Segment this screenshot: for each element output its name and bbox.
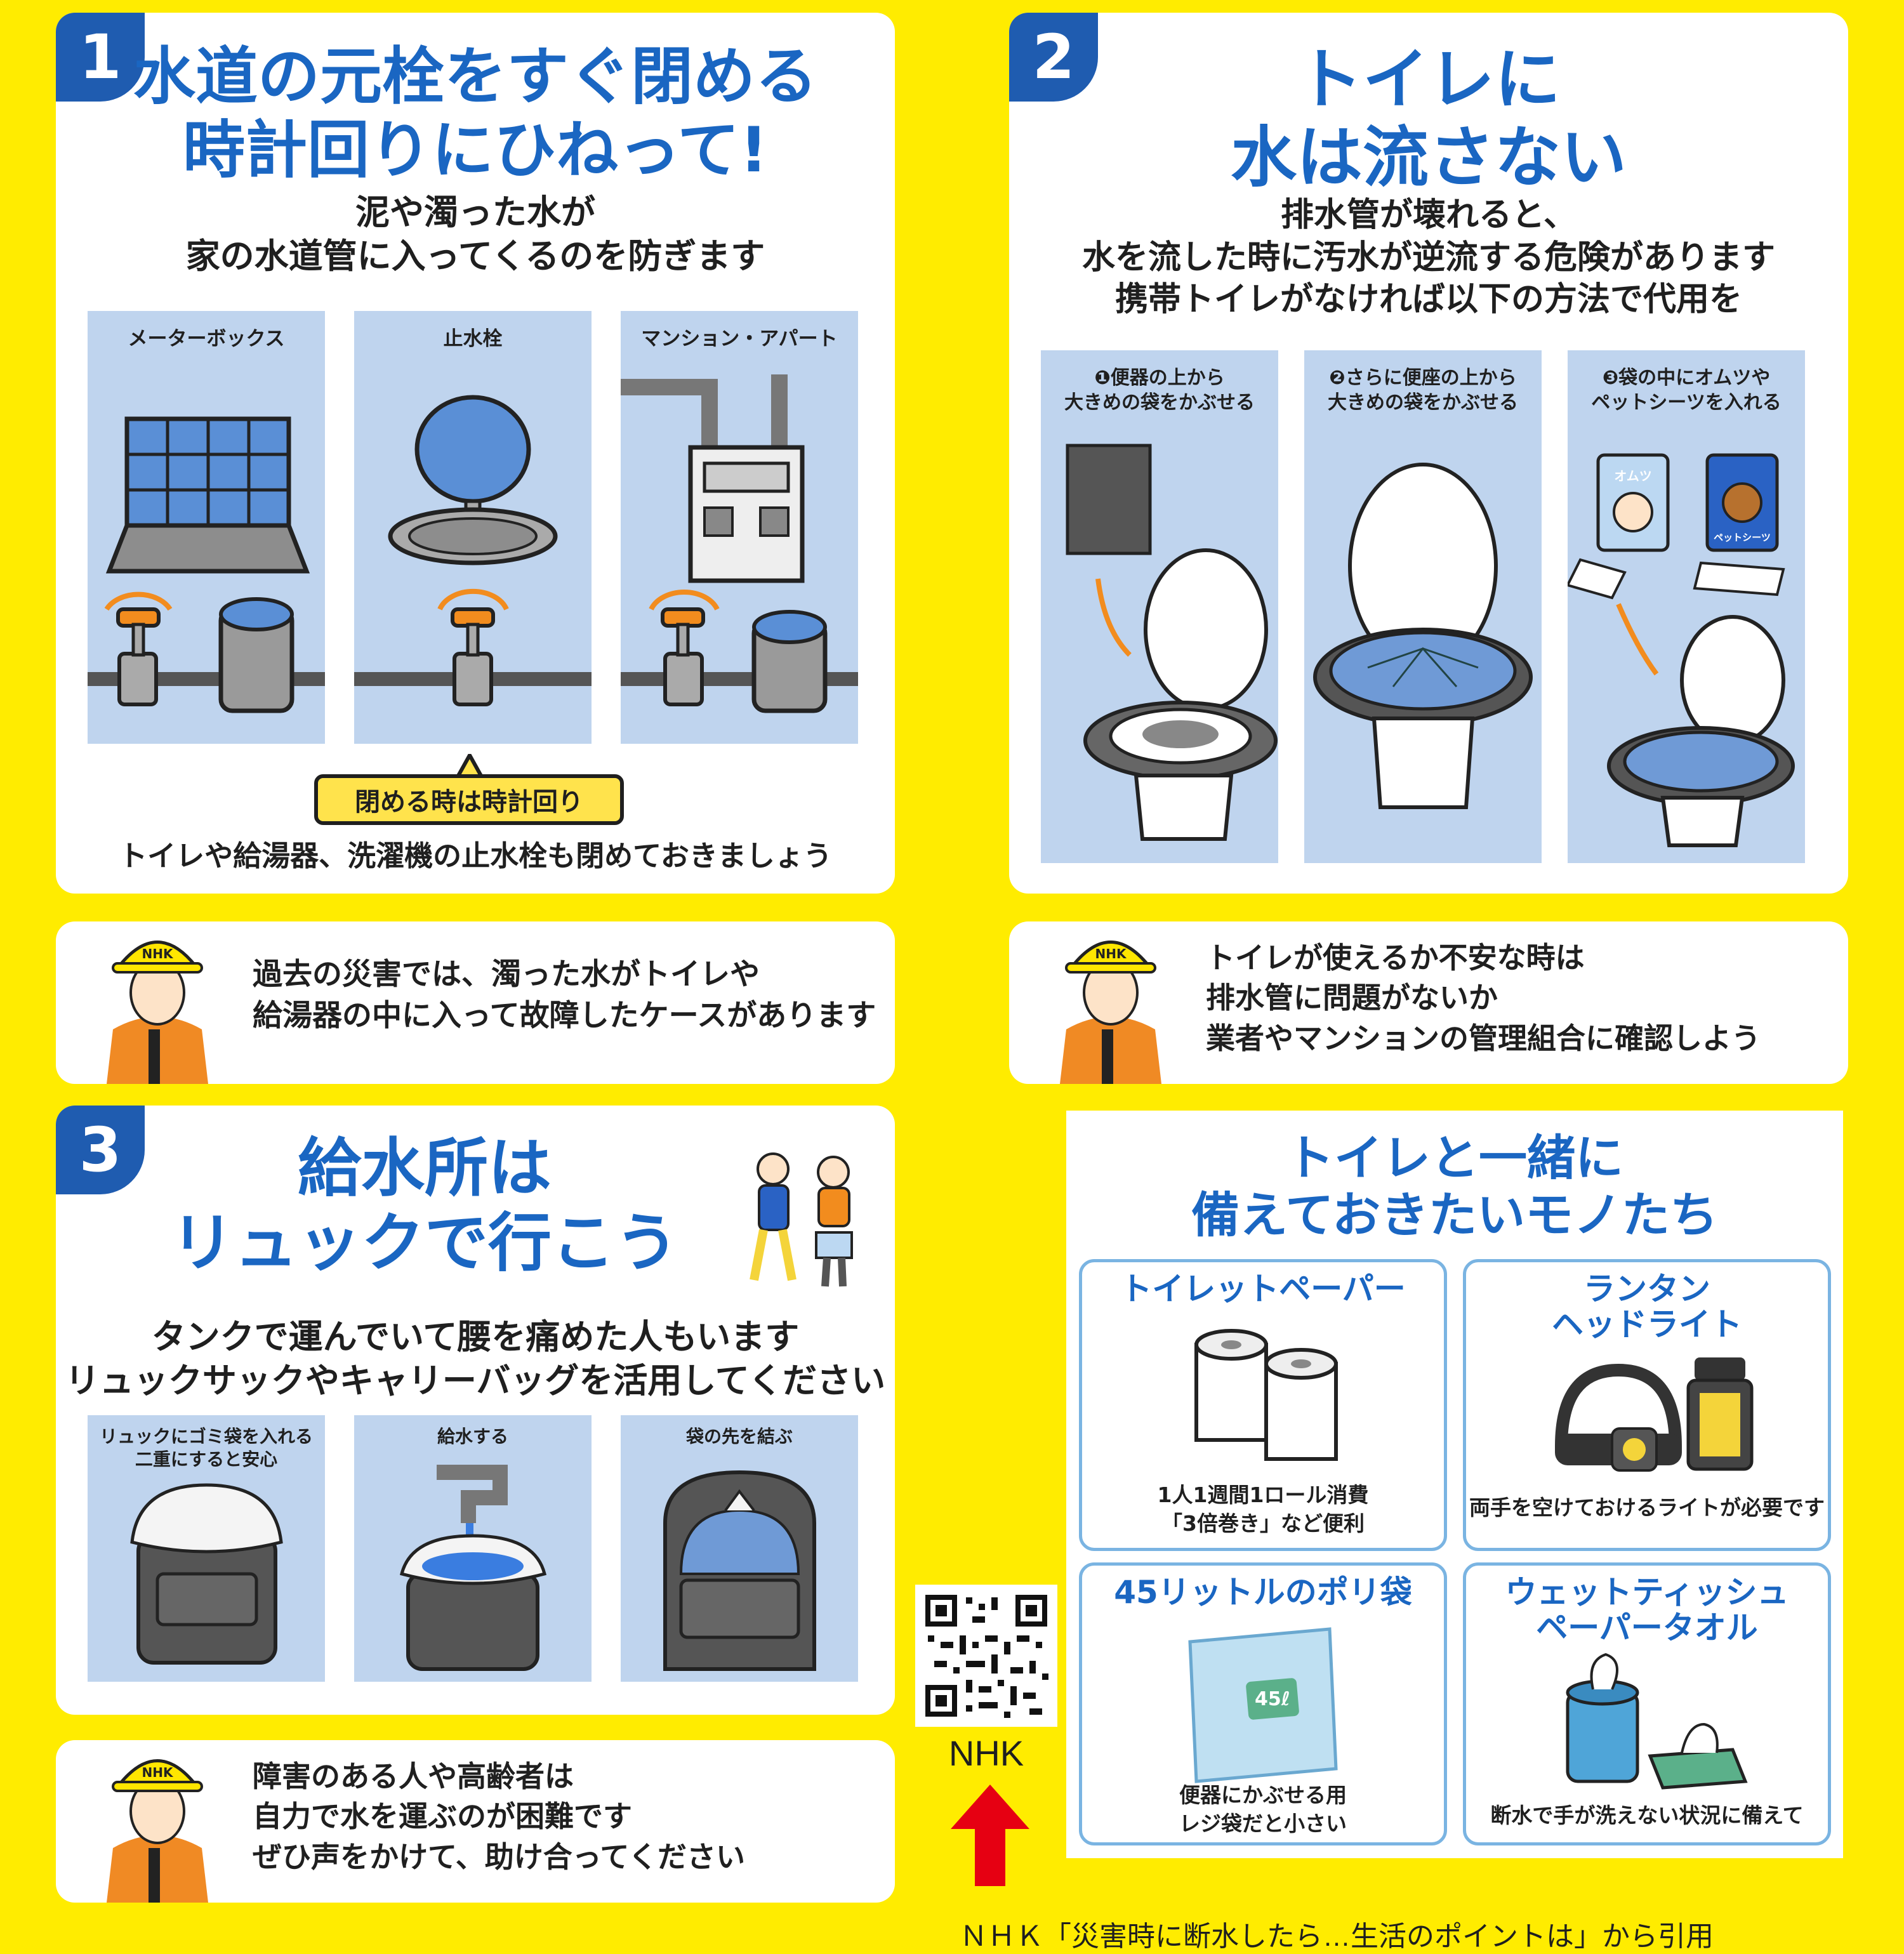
nhk-helmet-badge: NHK: [142, 1765, 174, 1780]
supplies-title: トイレと一緒に 備えておきたいモノたち: [1191, 1130, 1718, 1243]
tied-bag-illustration: [663, 1470, 816, 1671]
section-number-badge: 2: [1009, 13, 1098, 102]
plastic-bag-icon: 45ℓ: [1188, 1627, 1338, 1783]
section-title: 給水所は リュックで行こう: [171, 1131, 678, 1280]
section-3-card: 3 給水所は リュックで行こう タンクで運んでいて腰を痛めた人もいます リュック…: [56, 1106, 895, 1715]
clockwise-callout: 閉める時は時計回り: [314, 774, 624, 825]
section-subtitle: 排水管が壊れると、 水を流した時に汚水が逆流する危険があります 携帯トイレがなけ…: [1081, 196, 1775, 319]
qr-code-icon: [925, 1595, 1048, 1718]
section-subtitle: 泥や濁った水が 家の水道管に入ってくるのを防ぎます: [185, 192, 765, 277]
section-number-badge: 1: [56, 13, 145, 102]
note-text: 障害のある人や高齢者は 自力で水を運ぶのが困難です ぜひ声をかけて、助け合ってく…: [253, 1759, 746, 1874]
filling-water-illustration: [399, 1465, 547, 1671]
pet-sheet-pack-label: ペットシーツ: [1714, 532, 1771, 543]
backpack-step-2-panel: 給水する: [354, 1415, 592, 1682]
supply-lantern-headlight: ランタン ヘッドライト 両手を空けておけるライトが必要です: [1463, 1259, 1831, 1551]
toilet-step-3-panel: ❸袋の中にオムツや ペットシーツを入れる オムツ ペットシーツ: [1568, 350, 1805, 863]
lantern-headlight-icon: [1555, 1357, 1754, 1472]
red-up-arrow: [951, 1785, 1029, 1886]
apartment-meter-illustration: [621, 374, 858, 713]
source-credit: ＮＨＫ「災害時に断水したら…生活のポイントは」から引用: [960, 1921, 1714, 1952]
bag-size-label: 45ℓ: [1255, 1688, 1290, 1710]
supply-toilet-paper: トイレットペーパー 1人1週間1ロール消費 「3倍巻き」など便利: [1079, 1259, 1447, 1551]
bag-over-seat-illustration: [1313, 463, 1533, 809]
section-number-badge: 3: [56, 1106, 145, 1194]
meter-box-panel: メーターボックス: [88, 311, 325, 744]
nhk-helmet-badge: NHK: [142, 946, 174, 961]
toilet-paper-icon: [1194, 1329, 1338, 1461]
bag-over-toilet-illustration: [1066, 444, 1278, 841]
nhk-helmet-badge: NHK: [1095, 946, 1127, 961]
reporter-avatar: NHK: [107, 941, 208, 1084]
apartment-meter-panel: マンション・アパート: [621, 311, 858, 744]
walking-people-illustration: [750, 1152, 853, 1287]
section-1-card: 1 水道の元栓をすぐ閉める 時計回りにひねって! 泥や濁った水が 家の水道管に入…: [56, 13, 895, 894]
backpack-step-1-panel: リュックにゴミ袋を入れる 二重にすると安心: [88, 1415, 325, 1682]
backpack-with-bag-illustration: [130, 1483, 283, 1665]
section-title: トイレに 水は流さない: [1230, 41, 1627, 196]
section-title: 水道の元栓をすぐ閉める 時計回りにひねって!: [133, 41, 817, 187]
supplies-panel: トイレと一緒に 備えておきたいモノたち トイレットペーパー 1人1週間1ロール消…: [1066, 1111, 1843, 1858]
reporter-avatar: NHK: [107, 1759, 208, 1903]
section-2-card: 2 トイレに 水は流さない 排水管が壊れると、 水を流した時に汚水が逆流する危険…: [1009, 13, 1848, 894]
reporter-avatar: NHK: [1060, 941, 1161, 1084]
reporter-note-1: NHK 過去の災害では、濁った水がトイレや 給湯器の中に入って故障したケースがあ…: [56, 921, 895, 1084]
supply-wet-tissue: ウェットティッシュ ペーパータオル 断水で手が洗えない状況に備えて: [1463, 1562, 1831, 1845]
backpack-step-3-panel: 袋の先を結ぶ: [621, 1415, 858, 1682]
diaper-pack-label: オムツ: [1614, 468, 1651, 484]
reporter-note-3: NHK 障害のある人や高齢者は 自力で水を運ぶのが困難です ぜひ声をかけて、助け…: [56, 1740, 895, 1903]
note-text: 過去の災害では、濁った水がトイレや 給湯器の中に入って故障したケースがあります: [253, 957, 876, 1033]
qr-code[interactable]: [915, 1585, 1057, 1727]
supply-45l-bag: 45リットルのポリ袋 45ℓ 便器にかぶせる用 レジ袋だと小さい: [1079, 1562, 1447, 1845]
stop-valve-illustration: [354, 395, 592, 706]
section-footer: トイレや給湯器、洗濯機の止水栓も閉めておきましょう: [119, 839, 832, 873]
toilet-step-2-panel: ❷さらに便座の上から 大きめの袋をかぶせる: [1304, 350, 1542, 863]
stop-valve-panel: 止水栓: [354, 311, 592, 744]
meter-box-illustration: [88, 416, 325, 713]
section-subtitle: タンクで運んでいて腰を痛めた人もいます リュックサックやキャリーバッグを活用して…: [65, 1317, 886, 1401]
note-text: トイレが使えるか不安な時は 排水管に問題がないか 業者やマンションの管理組合に確…: [1206, 941, 1761, 1055]
reporter-note-2: NHK トイレが使えるか不安な時は 排水管に問題がないか 業者やマンションの管理…: [1009, 921, 1848, 1084]
qr-code-label: NHK: [948, 1733, 1024, 1773]
diaper-in-bag-illustration: オムツ ペットシーツ: [1568, 453, 1795, 847]
toilet-step-1-panel: ❶便器の上から 大きめの袋をかぶせる: [1041, 350, 1278, 863]
wet-tissue-icon: [1566, 1653, 1748, 1790]
